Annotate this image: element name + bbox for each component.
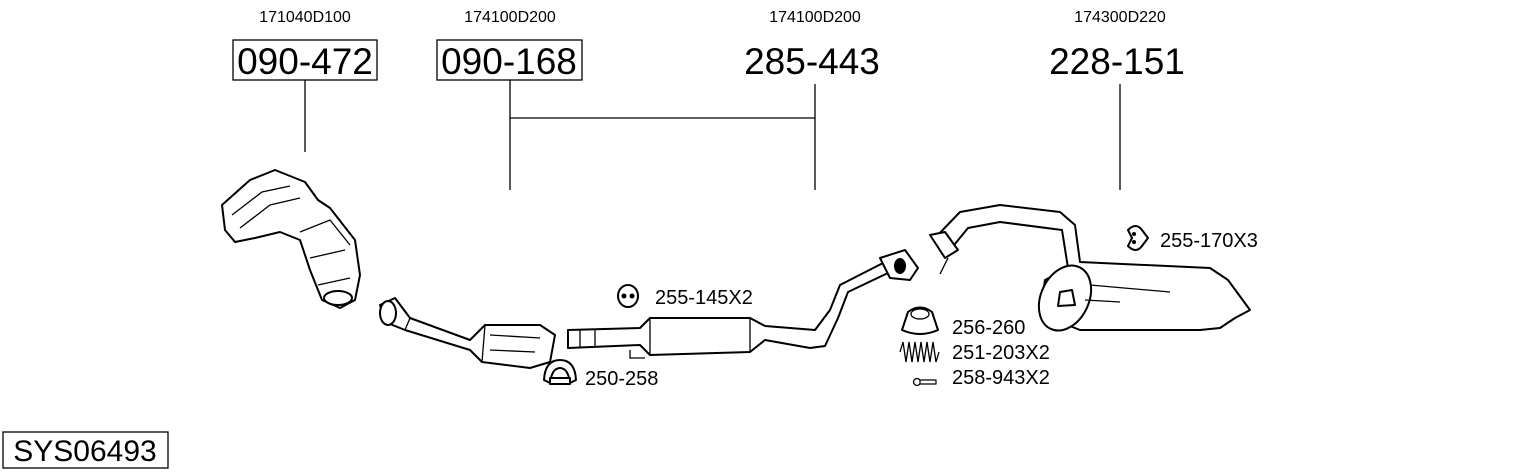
rubber-hanger-icon [1127,225,1149,251]
rear-silencer-drawing [929,204,1251,332]
seal-ring-icon [901,306,939,335]
part-label: 255-145X2 [655,287,753,309]
accessory-251-203x2[interactable]: 251-203X2 [899,341,1050,364]
oem-code: 174100D200 [464,9,556,26]
reference-090-168[interactable]: 174100D200 090-168 [436,9,583,82]
part-label: 250-258 [585,368,658,390]
rubber-hanger-icon [617,284,639,308]
accessory-256-260[interactable]: 256-260 [901,306,1025,340]
oem-code: 174100D200 [769,9,861,26]
system-id: SYS06493 [2,431,169,469]
part-label: 256-260 [952,317,1025,339]
part-number: 228-151 [1049,41,1185,82]
system-id-box [2,431,169,469]
reference-285-443[interactable]: 174100D200 285-443 [744,9,880,82]
part-number-box [232,39,378,81]
accessory-250-258[interactable]: 250-258 [543,359,658,390]
clamp-icon [543,359,577,385]
part-number: 285-443 [744,41,880,82]
oem-code: 171040D100 [259,9,351,26]
part-number: 090-472 [237,41,373,82]
reference-090-472[interactable]: 171040D100 090-472 [232,9,378,82]
accessory-255-145x2[interactable]: 255-145X2 [617,284,753,309]
accessory-255-170x3[interactable]: 255-170X3 [1127,225,1258,252]
system-id-text: SYS06493 [13,435,156,468]
centre-pipe-drawing [567,249,919,359]
bolt-icon [912,377,937,387]
oem-code: 174300D220 [1074,9,1166,26]
front-pipe-catalyst-drawing [379,297,556,369]
part-label: 255-170X3 [1160,230,1258,252]
part-label: 251-203X2 [952,342,1050,364]
accessory-258-943x2[interactable]: 258-943X2 [912,367,1050,389]
part-label: 258-943X2 [952,367,1050,389]
spring-icon [899,341,940,363]
part-number: 090-168 [441,41,577,82]
manifold-catalyst-drawing [221,169,361,309]
reference-228-151[interactable]: 174300D220 228-151 [1049,9,1185,82]
part-number-box [436,39,583,81]
